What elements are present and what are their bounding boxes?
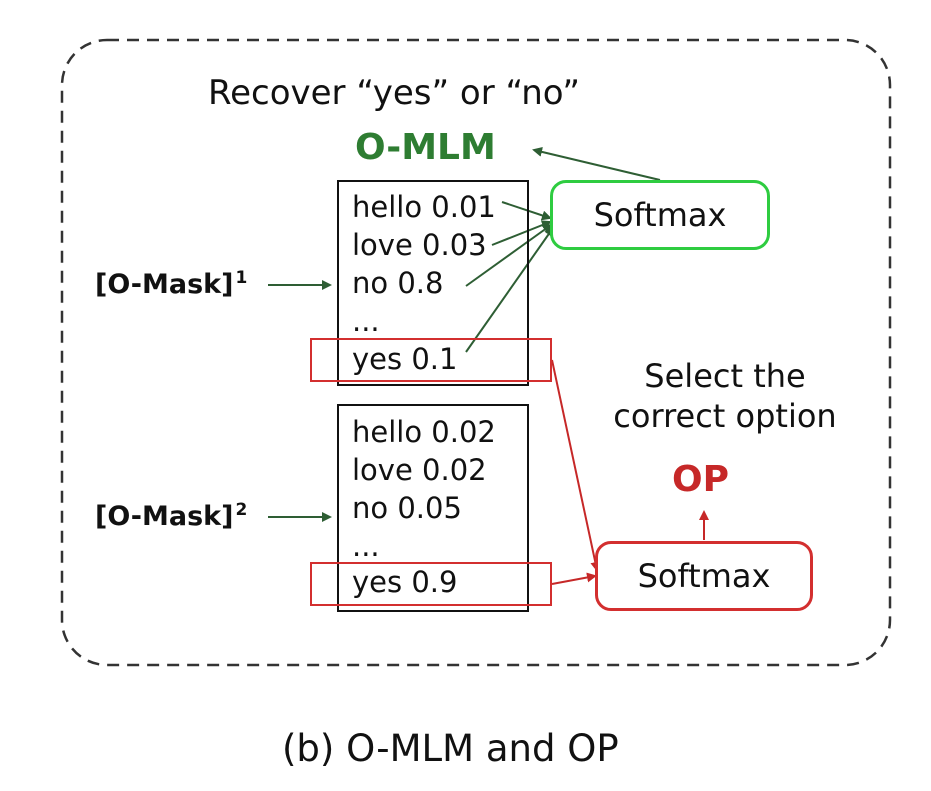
select-line-2: correct option [613, 397, 837, 435]
arrow-softmax-to-omlm [532, 146, 661, 181]
arrow-no-to-softmax [465, 223, 553, 287]
softmax-top: Softmax [550, 180, 770, 250]
list1-item: ... [352, 304, 380, 338]
list1-item: no 0.8 [352, 266, 444, 300]
list2-item: hello 0.02 [352, 415, 496, 449]
omlm-label: O-MLM [355, 127, 496, 168]
select-line-1: Select the [644, 357, 806, 395]
list2-item: no 0.05 [352, 491, 462, 525]
token-list-2 [337, 404, 529, 612]
mask1-text: [O-Mask] [95, 269, 234, 300]
figure-caption: (b) O-MLM and OP [282, 727, 619, 770]
arrow-yes1-to-softmax-bottom [551, 359, 601, 572]
mask1-sup: 1 [235, 268, 248, 288]
mask2-label: [O-Mask]2 [95, 500, 248, 532]
select-text: Select the correct option [600, 356, 850, 436]
arrow-yes-to-softmax [465, 226, 555, 353]
softmax-bottom: Softmax [595, 541, 813, 611]
mask2-text: [O-Mask] [95, 501, 234, 532]
list1-item: yes 0.1 [352, 342, 458, 376]
highlight-yes-1 [310, 338, 552, 382]
recover-text: Recover “yes” or “no” [208, 73, 581, 113]
token-list-1 [337, 180, 529, 386]
list2-item: love 0.02 [352, 453, 487, 487]
list1-item: love 0.03 [352, 228, 487, 262]
arrow-love-to-softmax [491, 220, 552, 246]
dashed-frame [60, 38, 892, 667]
arrow-hello-to-softmax [501, 201, 552, 221]
highlight-yes-2 [310, 562, 552, 606]
list1-item: hello 0.01 [352, 190, 496, 224]
list2-item: yes 0.9 [352, 565, 458, 599]
mask2-sup: 2 [235, 500, 248, 520]
op-label: OP [672, 459, 729, 500]
arrow-yes2-to-softmax-bottom [551, 572, 597, 585]
mask1-label: [O-Mask]1 [95, 268, 248, 300]
list2-item: ... [352, 529, 380, 563]
